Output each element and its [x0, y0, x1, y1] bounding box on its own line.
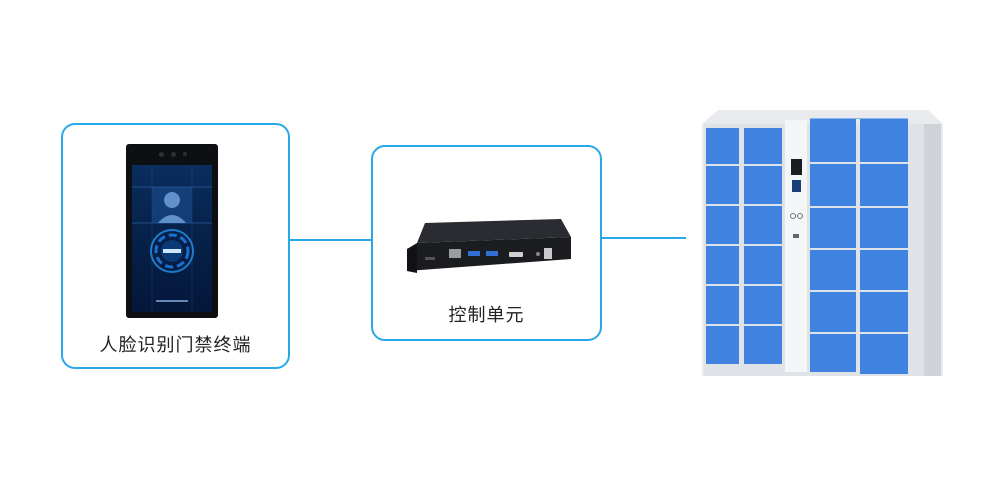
led-icon [536, 252, 540, 256]
locker-doors-right [810, 118, 908, 374]
button-icon [797, 213, 803, 219]
control-unit-device [407, 219, 571, 273]
connector-terminal-control [290, 239, 371, 241]
power-port-icon [544, 248, 552, 259]
face-terminal-device [126, 144, 218, 318]
camera-icon [159, 152, 164, 157]
ethernet-port-icon [449, 249, 461, 258]
usb-port-icon [468, 251, 480, 256]
display-icon [791, 159, 802, 175]
sensor-icon [183, 152, 187, 156]
lock-icon [793, 234, 799, 238]
hdmi-port-icon [509, 252, 523, 257]
control-unit-label: 控制单元 [448, 305, 525, 326]
usb-port-icon [486, 251, 498, 256]
face-scan-graphic [132, 165, 212, 312]
face-terminal-node: 人脸识别门禁终端 [61, 123, 290, 369]
port-icon [425, 257, 435, 260]
camera-icon [171, 152, 176, 157]
connector-control-locker [602, 237, 686, 239]
button-icon [790, 213, 796, 219]
face-terminal-label: 人脸识别门禁终端 [99, 335, 252, 356]
control-unit-node: 控制单元 [371, 145, 602, 341]
terminal-screen [132, 165, 212, 312]
scanner-icon [792, 180, 801, 192]
locker-doors-left [706, 128, 782, 364]
smart-locker-device [702, 110, 943, 376]
